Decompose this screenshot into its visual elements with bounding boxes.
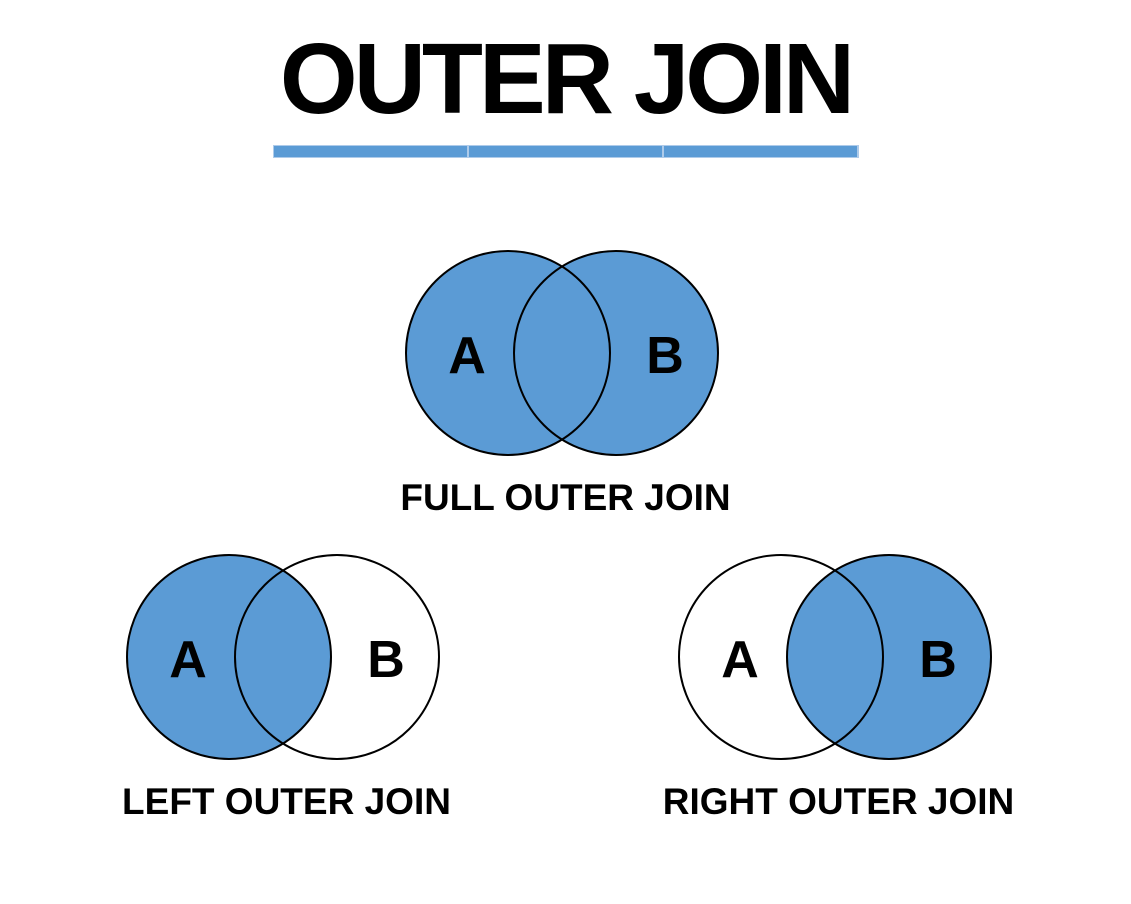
full-outer-join-caption: FULL OUTER JOIN [400,477,731,518]
left-outer-join-venn: A B [125,554,440,761]
circle-b-fill [513,251,718,455]
set-b-label: B [367,631,405,689]
right-outer-join-venn: A B [677,554,992,761]
underline-segment [468,146,663,157]
set-b-label: B [919,631,957,689]
page-title: OUTER JOIN [279,23,855,135]
underline-segment [273,146,467,157]
circle-b-outline [233,554,440,761]
title-underline [272,145,859,158]
right-outer-join-diagram: A B RIGHT OUTER JOIN [641,551,1036,824]
circle-b-outline [785,554,992,761]
set-a-label: A [721,631,759,689]
full-outer-join-venn: A B [404,250,719,456]
header: OUTER JOIN [0,0,1131,158]
full-outer-join-diagram: A B FULL OUTER JOIN [0,247,1131,520]
circle-a-outline [404,250,611,456]
set-b-label: B [646,327,684,385]
left-outer-join-diagram: A B LEFT OUTER JOIN [89,551,484,824]
set-a-label: A [169,631,207,689]
circle-b-fill [786,555,991,760]
circle-a-outline [125,554,332,761]
circle-b-outline [512,250,719,456]
bottom-diagrams-row: A B LEFT OUTER JOIN A B RIGHT OUTER JOIN [0,551,1131,824]
underline-segment [664,146,858,157]
right-outer-join-caption: RIGHT OUTER JOIN [662,781,1015,823]
left-outer-join-caption: LEFT OUTER JOIN [122,781,451,823]
circle-a-outline [677,554,884,761]
set-a-label: A [448,327,486,385]
circle-a-fill [126,555,331,760]
